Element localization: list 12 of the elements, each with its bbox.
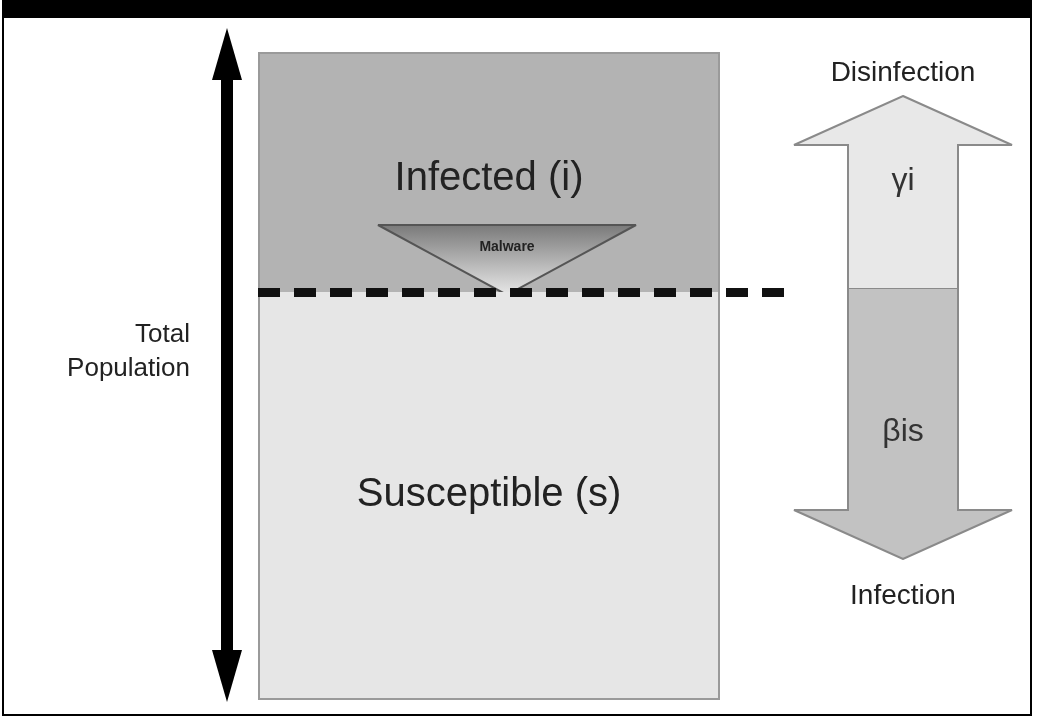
axis-label: Total Population xyxy=(66,317,190,384)
rate-label: γi xyxy=(890,160,916,199)
band-label: Susceptible (s) xyxy=(355,469,623,516)
malware-label: Malware xyxy=(478,237,536,256)
band-label: Infected (i) xyxy=(393,153,585,200)
flow-label: Disinfection xyxy=(829,55,977,89)
flow-label: Infection xyxy=(849,578,957,612)
down-arrow-shape xyxy=(793,288,1013,560)
up-arrow-shape xyxy=(793,95,1013,290)
population-band xyxy=(258,292,720,700)
rate-label: βis xyxy=(881,411,925,450)
population-band xyxy=(258,52,720,292)
